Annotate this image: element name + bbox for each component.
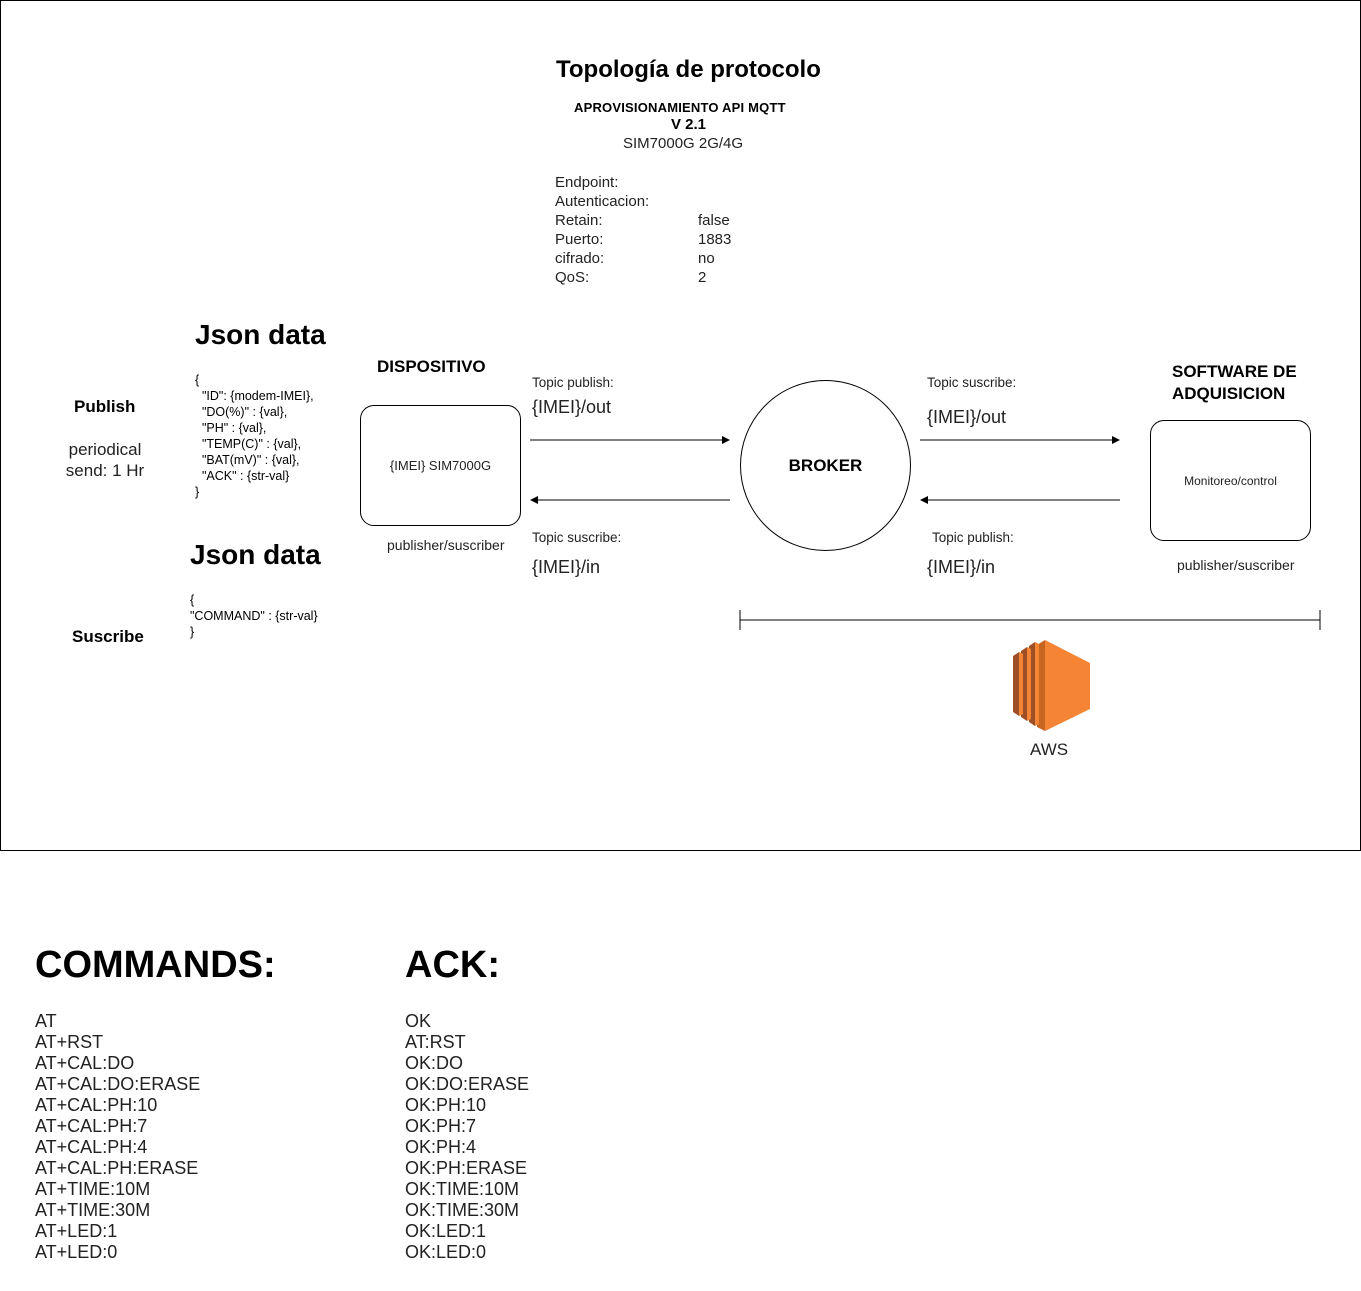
topic-value-software-suscribe: {IMEI}/out [927,407,1007,427]
aws-ec2-icon [1013,640,1090,731]
list-item: AT+CAL:DO:ERASE [35,1074,201,1094]
config-table: Endpoint: Autenticacion: Retain: false Pu… [555,173,731,287]
software-title-line: ADQUISICION [1172,384,1286,403]
topic-value-device-publish: {IMEI}/out [532,397,612,417]
config-row: Retain: false [555,211,731,230]
topic-value-device-suscribe: {IMEI}/in [532,557,601,577]
topic-value-software-publish: {IMEI}/in [927,557,996,577]
list-item: AT+CAL:PH:10 [35,1095,158,1115]
config-key: Puerto: [555,231,604,248]
list-item: AT+TIME:10M [35,1179,151,1199]
list-item: AT+LED:1 [35,1221,118,1241]
topic-label-device-suscribe: Topic suscribe: [532,530,622,545]
publish-json-body: { "ID": {modem-IMEI}, "DO(%)" : {val}, "… [195,373,314,499]
config-key: Endpoint: [555,174,619,191]
list-item: OK:DO:ERASE [405,1074,530,1094]
device-box: {IMEI} SIM7000G [360,405,521,526]
list-item: OK:TIME:10M [405,1179,520,1199]
periodical-line: send: 1 Hr [65,461,145,480]
broker-node: BROKER [740,380,911,551]
config-row: QoS: 2 [555,268,731,287]
topic-label-software-suscribe: Topic suscribe: [927,375,1017,390]
list-item: AT+CAL:DO [35,1053,135,1073]
software-box-label: Monitoreo/control [1184,473,1277,488]
software-box: Monitoreo/control [1150,420,1311,541]
list-item: OK:PH:7 [405,1116,477,1136]
model-label: SIM7000G 2G/4G [623,135,744,152]
config-value: no [698,250,715,267]
config-key: cifrado: [555,250,605,267]
ack-list: OK AT:RST OK:DO OK:DO:ERASE OK:PH:10 OK:… [405,1011,529,1263]
page-title: Topología de protocolo [556,56,821,83]
list-item: OK:LED:1 [405,1221,487,1241]
list-item: OK:DO [405,1053,464,1073]
periodical-note: periodical send: 1 Hr [55,439,155,481]
suscribe-json-body: { "COMMAND" : {str-val} } [190,593,318,639]
config-value: 2 [698,269,707,286]
list-item: AT+CAL:PH:4 [35,1137,148,1157]
list-item: AT+TIME:30M [35,1200,151,1220]
config-row: Puerto: 1883 [555,230,731,249]
list-item: OK:TIME:30M [405,1200,520,1220]
config-key: Retain: [555,212,603,229]
aws-bracket [739,610,1321,630]
commands-list: AT AT+RST AT+CAL:DO AT+CAL:DO:ERASE AT+C… [35,1011,200,1263]
version-label: V 2.1 [671,116,707,133]
config-value: false [698,212,730,229]
page-subtitle: APROVISIONAMIENTO API MQTT [574,100,786,115]
config-key: Autenticacion: [555,193,650,210]
suscribe-label: Suscribe [72,627,144,646]
device-title: DISPOSITIVO [377,357,486,376]
device-role: publisher/suscriber [387,537,505,553]
topic-label-software-publish: Topic publish: [932,530,1014,545]
publish-json-title: Json data [195,319,326,350]
config-row: Autenticacion: [555,192,731,211]
publish-label: Publish [74,397,136,416]
list-item: OK:LED:0 [405,1242,487,1262]
software-title: SOFTWARE DE ADQUISICION [1172,361,1297,405]
list-item: OK:PH:10 [405,1095,487,1115]
device-box-label: {IMEI} SIM7000G [389,458,492,473]
config-row: Endpoint: [555,173,731,192]
config-row: cifrado: no [555,249,731,268]
list-item: AT [35,1011,57,1031]
list-item: AT+CAL:PH:ERASE [35,1158,199,1178]
software-role: publisher/suscriber [1177,557,1295,573]
software-title-line: SOFTWARE DE [1172,362,1297,381]
commands-title: COMMANDS: [35,944,276,986]
aws-label: AWS [1030,740,1069,759]
ack-title: ACK: [405,944,500,986]
list-item: AT+CAL:PH:7 [35,1116,148,1136]
suscribe-json-title: Json data [190,539,321,570]
broker-label: BROKER [788,455,863,475]
list-item: AT+RST [35,1032,104,1052]
list-item: AT+LED:0 [35,1242,118,1262]
periodical-line: periodical [68,440,142,459]
list-item: AT:RST [405,1032,466,1052]
config-value: 1883 [698,231,732,248]
list-item: OK [405,1011,432,1031]
topic-label-device-publish: Topic publish: [532,375,614,390]
list-item: OK:PH:ERASE [405,1158,528,1178]
config-key: QoS: [555,269,590,286]
list-item: OK:PH:4 [405,1137,477,1157]
